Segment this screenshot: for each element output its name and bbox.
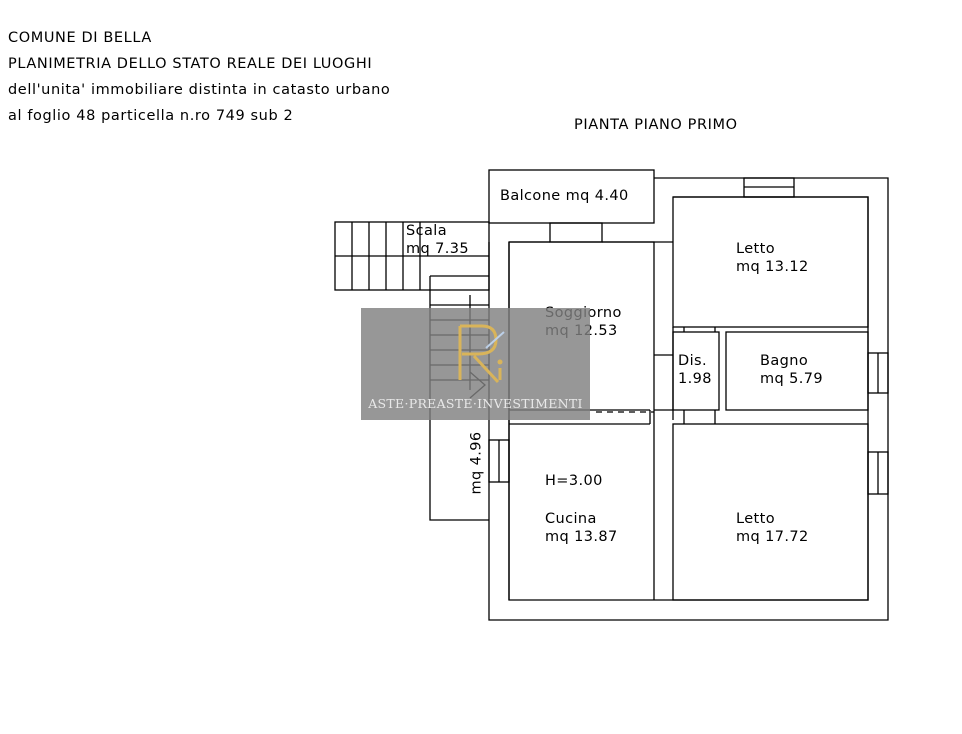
soggiorno-window [549, 222, 603, 243]
header-line-1: COMUNE DI BELLA [8, 30, 152, 46]
outer-wall-outer [488, 177, 889, 621]
landing-area-label: mq 4.96 [468, 431, 485, 495]
header-line-2: PLANIMETRIA DELLO STATO REALE DEI LUOGHI [8, 56, 373, 72]
height-label: H=3.00 [545, 473, 603, 489]
header-line-4: al foglio 48 particella n.ro 749 sub 2 [8, 108, 294, 124]
letto1-area-label: mq 13.12 [736, 259, 809, 275]
letto2-name-label: Letto [736, 511, 775, 527]
disimpegno-room [672, 331, 720, 411]
letto2-room [672, 423, 869, 601]
bagno-area-label: mq 5.79 [760, 371, 824, 387]
dis-area-label: 1.98 [678, 371, 712, 387]
watermark-text: ASTE·PREASTE·INVESTIMENTI [368, 396, 583, 411]
soggiorno-cucina-wall [508, 241, 655, 600]
scala-name-label: Scala [406, 223, 447, 239]
watermark: ASTE·PREASTE·INVESTIMENTI [361, 308, 590, 420]
letto1-name-label: Letto [736, 241, 775, 257]
bagno-name-label: Bagno [760, 353, 809, 369]
dis-name-label: Dis. [678, 353, 707, 369]
cucina-name-label: Cucina [545, 511, 597, 527]
header-line-3: dell'unita' immobiliare distinta in cata… [8, 82, 391, 98]
letto2-area-label: mq 17.72 [736, 529, 809, 545]
balcone-label: Balcone mq 4.40 [500, 188, 629, 204]
rpi-monogram-icon [458, 324, 505, 384]
scala-area-label: mq 7.35 [406, 241, 470, 257]
cucina-area-label: mq 13.87 [545, 529, 618, 545]
plan-title: PIANTA PIANO PRIMO [574, 117, 738, 133]
